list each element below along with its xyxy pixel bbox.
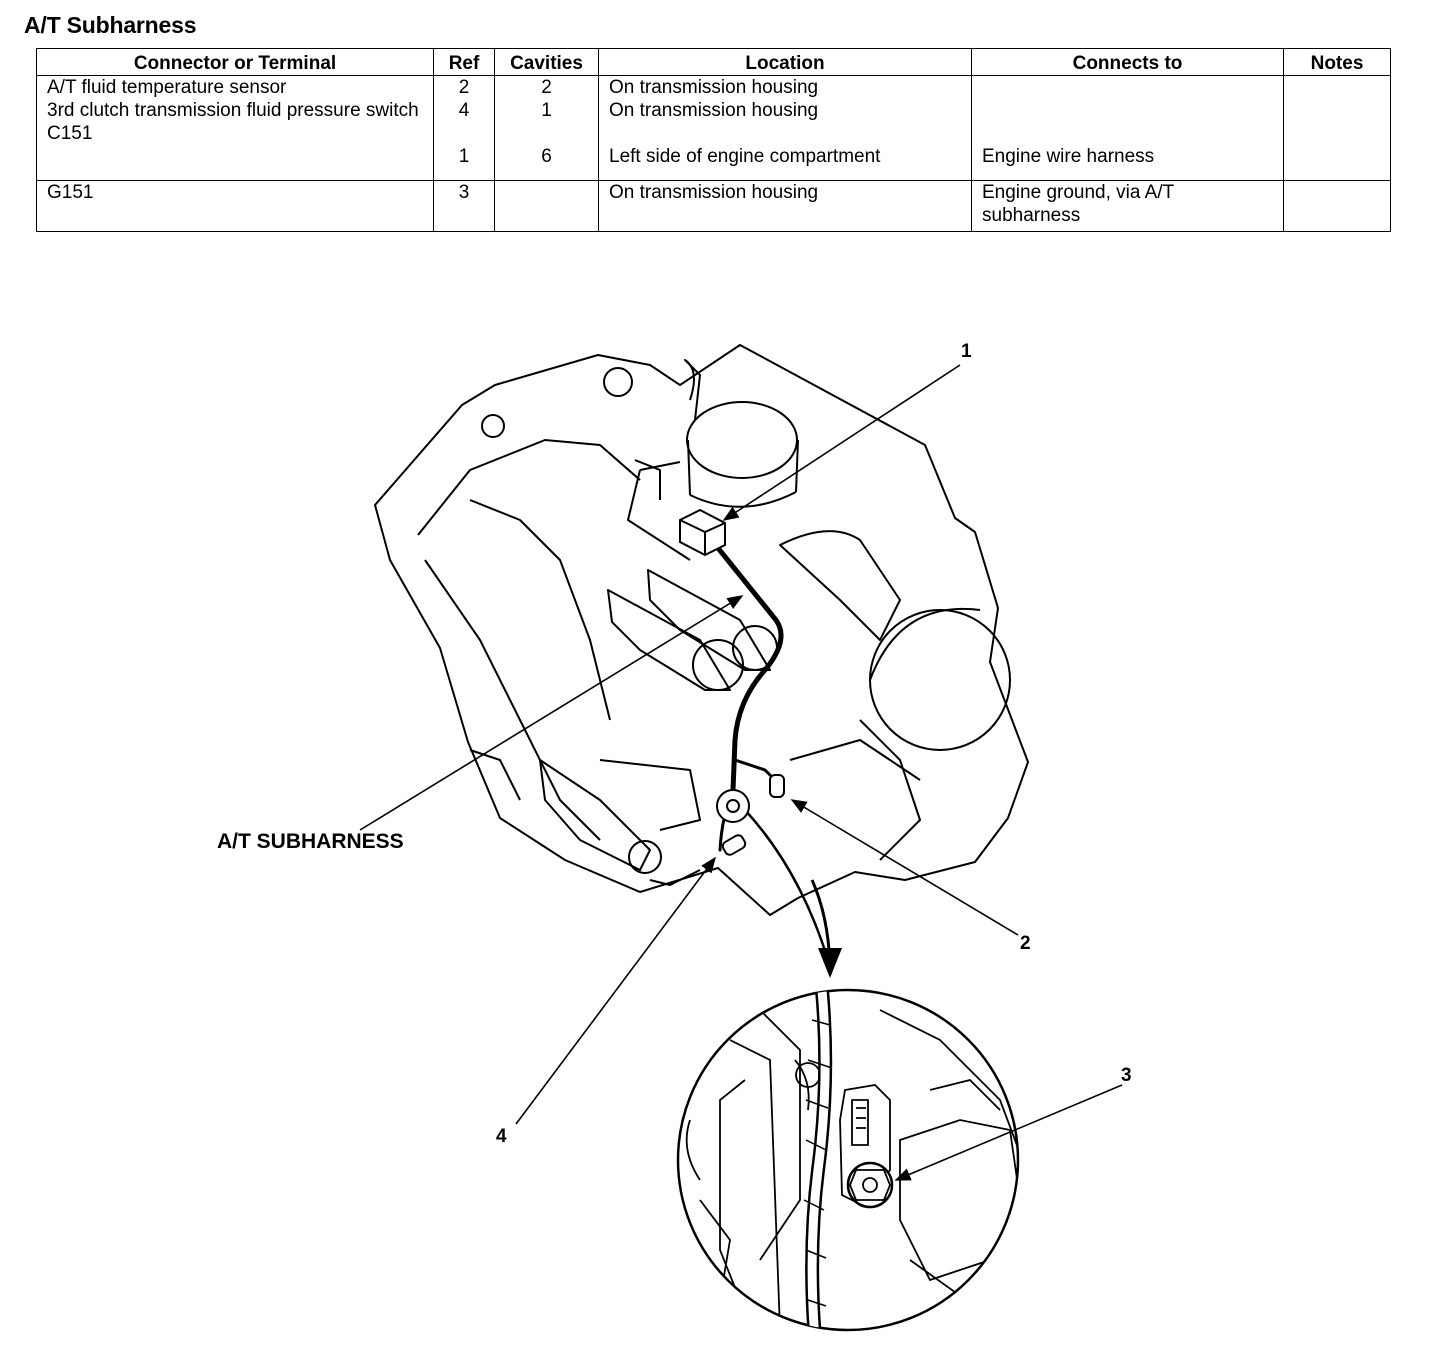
connector-c151 [679, 508, 726, 557]
ref-cell: 2 [458, 77, 470, 98]
callout-1: 1 [961, 341, 972, 362]
table-row: G151 3 On transmission housing Engine gr… [36, 180, 1391, 232]
header-notes: Notes [1283, 48, 1391, 76]
subharness-label: A/T SUBHARNESS [217, 830, 404, 853]
table-header-row: Connector or Terminal Ref Cavities Locat… [36, 48, 1391, 76]
sensor-connector-2 [769, 774, 785, 798]
header-connector: Connector or Terminal [36, 48, 434, 76]
connector-cell: C151 [47, 123, 93, 144]
notes-cell [1283, 75, 1391, 181]
cavities-cell [494, 180, 599, 232]
header-connects-to: Connects to [971, 48, 1284, 76]
location-cell: On transmission housing [609, 100, 819, 121]
ref-cell: 1 [458, 146, 470, 167]
connector-table: Connector or Terminal Ref Cavities Locat… [36, 48, 1391, 232]
switch-connector-4 [721, 834, 747, 856]
location-cell: Left side of engine compartment [609, 146, 881, 167]
notes-cell [1283, 180, 1391, 232]
connects-to-cell: Engine wire harness [982, 146, 1155, 167]
ref-cell: 4 [458, 100, 470, 121]
callout-2: 2 [1020, 933, 1031, 954]
location-cell: On transmission housing [609, 77, 819, 98]
cavities-cell: 1 [541, 100, 552, 121]
cavities-cell: 6 [541, 146, 552, 167]
connector-cell: A/T fluid temperature sensor [47, 77, 287, 98]
ref-cell: 3 [433, 180, 495, 232]
transmission-housing [374, 344, 1029, 916]
ground-detail-view [676, 988, 1020, 1332]
header-cavities: Cavities [494, 48, 599, 76]
header-location: Location [598, 48, 972, 76]
cavities-cell: 2 [541, 77, 552, 98]
location-cell: On transmission housing [598, 180, 972, 232]
header-ref: Ref [433, 48, 495, 76]
callout-3: 3 [1121, 1065, 1132, 1086]
table-row: A/T fluid temperature sensor 3rd clutch … [36, 75, 1391, 181]
connects-to-cell: Engine ground, via A/T subharness [971, 180, 1284, 232]
connector-cell: G151 [36, 180, 434, 232]
callout-4: 4 [496, 1126, 507, 1147]
ground-g151 [716, 789, 750, 823]
page-title: A/T Subharness [24, 12, 197, 38]
leader-lines [359, 364, 1123, 1181]
connector-cell: 3rd clutch transmission fluid pressure s… [47, 100, 419, 121]
